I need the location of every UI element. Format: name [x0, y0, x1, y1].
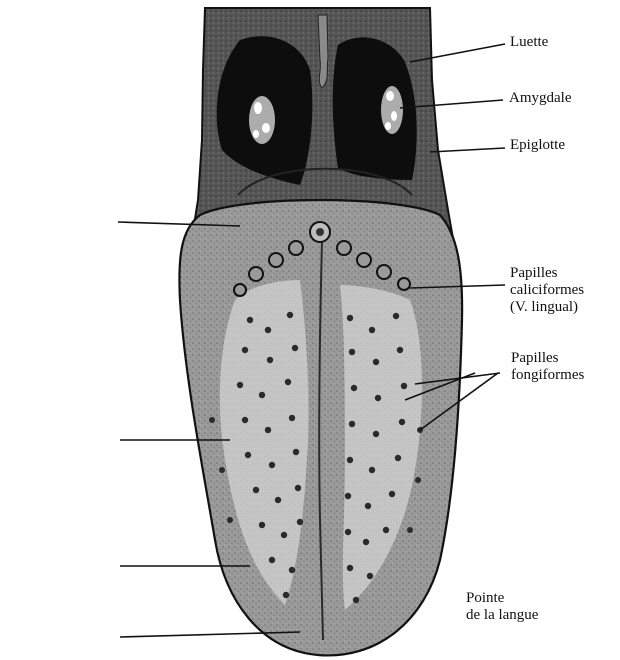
label-papilles-fongiformes: Papilles fongiformes — [511, 350, 584, 384]
uvula — [318, 15, 328, 88]
label-fong-line-2: fongiformes — [511, 367, 584, 384]
label-luette: Luette — [510, 34, 548, 51]
label-amygdale-text: Amygdale — [509, 90, 571, 107]
left-tonsil — [249, 96, 275, 144]
label-fong-line-1: Papilles — [511, 350, 584, 367]
label-pointe-de-la-langue: Pointe de la langue — [466, 590, 538, 624]
label-epiglotte: Epiglotte — [510, 137, 565, 154]
label-papilles-caliciformes: Papilles caliciformes (V. lingual) — [510, 265, 584, 316]
label-pointe-line-1: Pointe — [466, 590, 538, 607]
label-amygdale: Amygdale — [509, 90, 571, 107]
right-tonsil — [381, 86, 403, 134]
label-epiglotte-text: Epiglotte — [510, 137, 565, 154]
label-pointe-line-2: de la langue — [466, 607, 538, 624]
tongue — [179, 200, 462, 655]
label-calic-line-2: caliciformes — [510, 282, 584, 299]
label-calic-line-3: (V. lingual) — [510, 299, 584, 316]
label-calic-line-1: Papilles — [510, 265, 584, 282]
label-luette-text: Luette — [510, 34, 548, 51]
epiglotte-pointer — [430, 148, 505, 152]
